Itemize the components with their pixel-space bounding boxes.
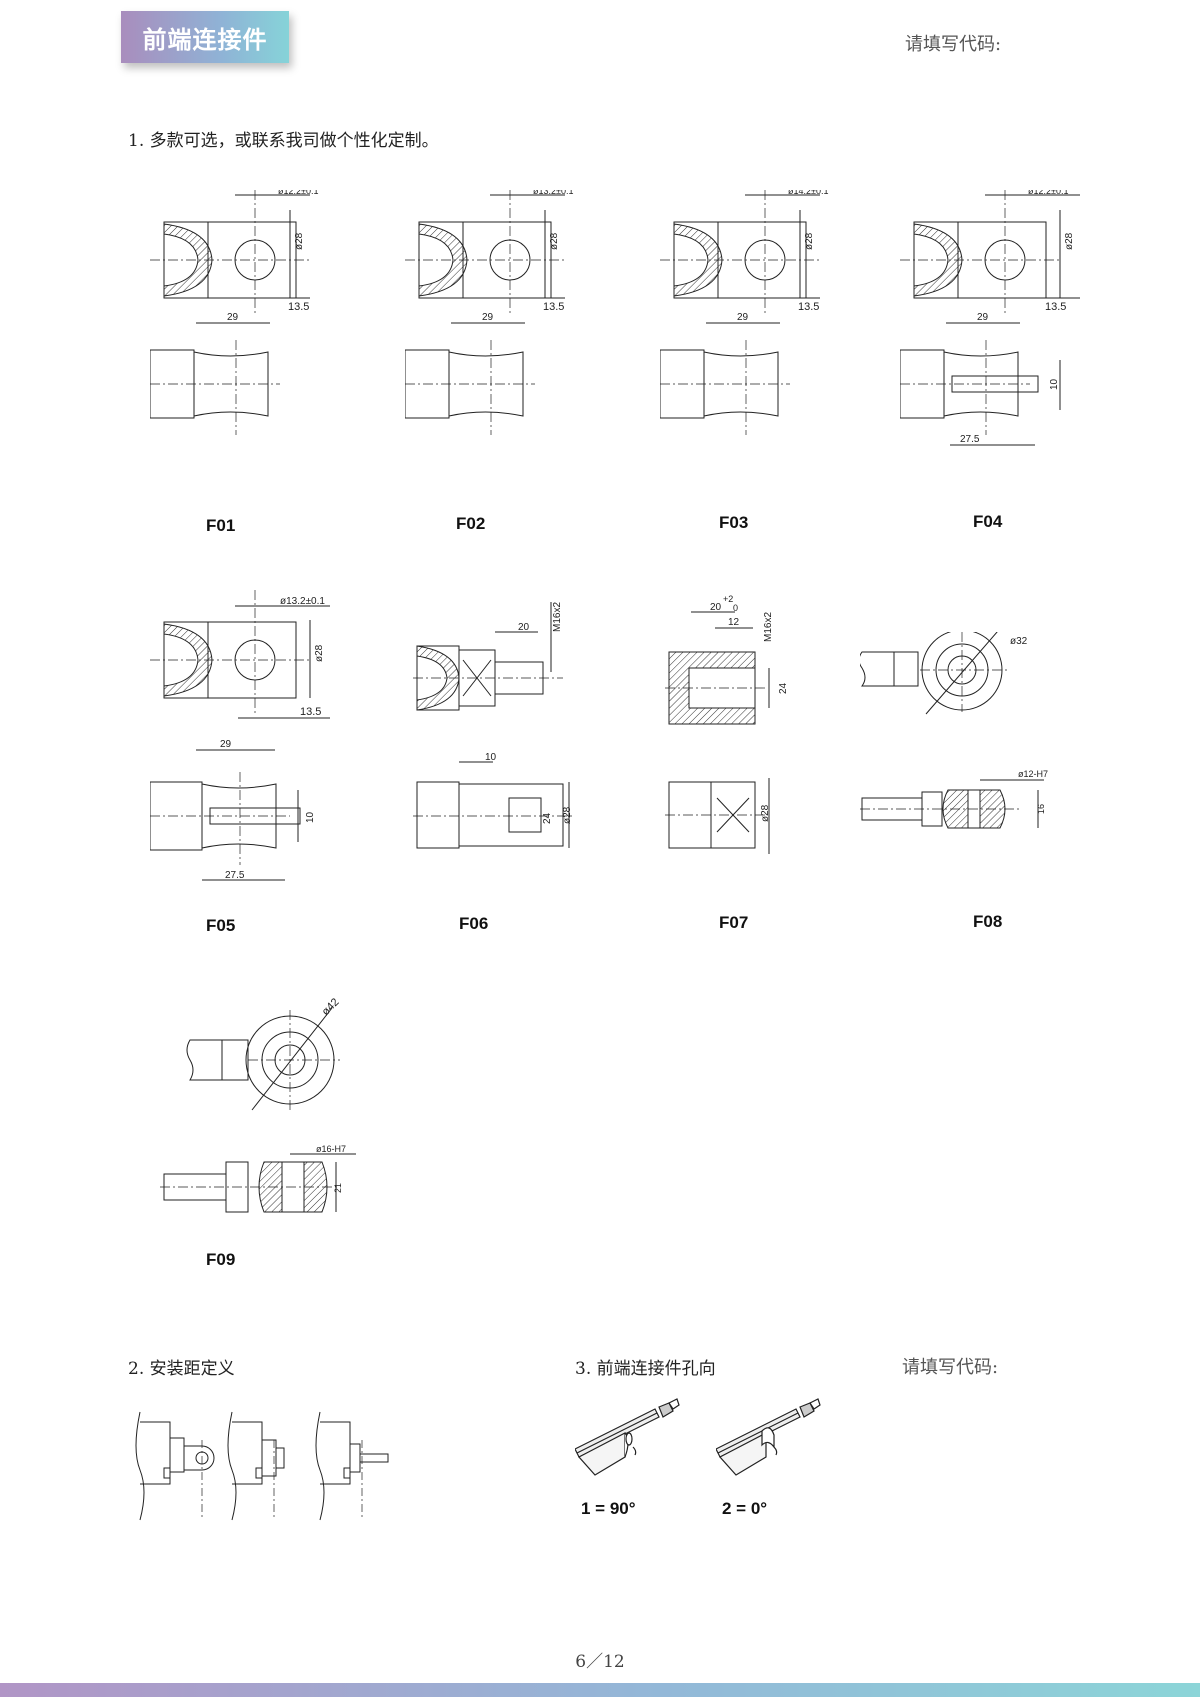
svg-text:M16x2: M16x2 (552, 602, 563, 632)
part-label-f05: F05 (206, 916, 236, 935)
svg-text:29: 29 (220, 739, 232, 750)
part-label-f06: F06 (459, 914, 489, 933)
drawing-f07: 20 +2 0 12 M16x2 24 ø28 (665, 594, 789, 854)
section-3-title: 3. 前端连接件孔向 (575, 1359, 716, 1379)
part-label-f07: F07 (719, 913, 749, 932)
svg-text:ø12.2±0.1: ø12.2±0.1 (1028, 190, 1068, 196)
drawing-f01: ø12.2±0.1 ø28 13.5 29 (150, 190, 318, 435)
page-title-tag: 前端连接件 (121, 11, 289, 63)
svg-text:13.5: 13.5 (300, 706, 321, 718)
footer-gradient-bar (0, 1683, 1200, 1697)
hole-direction-option-2: 2 = 0° (722, 1499, 768, 1518)
part-label-f04: F04 (973, 512, 1003, 531)
svg-text:13.5: 13.5 (543, 301, 564, 313)
section-1-text: 1. 多款可选，或联系我司做个性化定制。 (128, 131, 439, 151)
svg-text:29: 29 (977, 312, 989, 323)
svg-text:24: 24 (542, 812, 553, 824)
svg-text:ø28: ø28 (549, 232, 560, 250)
svg-text:27.5: 27.5 (960, 434, 980, 445)
svg-text:ø16-H7: ø16-H7 (316, 1144, 346, 1154)
svg-text:10: 10 (485, 752, 497, 763)
svg-text:20: 20 (518, 622, 530, 633)
part-label-f02: F02 (456, 514, 486, 533)
svg-text:ø28: ø28 (804, 232, 815, 250)
drawing-f02: ø13.2±0.1 ø28 13.5 29 (405, 190, 573, 435)
part-label-f08: F08 (973, 912, 1003, 931)
svg-text:ø12.2±0.1: ø12.2±0.1 (278, 190, 318, 196)
svg-text:ø12-H7: ø12-H7 (1018, 769, 1048, 779)
part-label-f01: F01 (206, 516, 236, 535)
svg-text:M16x2: M16x2 (763, 612, 774, 642)
svg-text:ø28: ø28 (294, 232, 305, 250)
hole-direction-0-diagram (716, 1398, 821, 1476)
svg-text:ø28: ø28 (760, 804, 771, 822)
svg-text:+2: +2 (723, 594, 733, 604)
svg-text:13.5: 13.5 (1045, 301, 1066, 313)
svg-text:ø28: ø28 (562, 806, 573, 824)
svg-text:24: 24 (778, 682, 789, 694)
code-label-section-3: 请填写代码: (902, 1357, 999, 1378)
svg-text:ø13.2±0.1: ø13.2±0.1 (533, 190, 573, 196)
svg-text:10: 10 (1049, 378, 1060, 390)
svg-text:ø14.2±0.1: ø14.2±0.1 (788, 190, 828, 196)
mounting-distance-diagram (135, 1411, 389, 1521)
page-number: 6／12 (575, 1652, 625, 1672)
svg-text:13.5: 13.5 (798, 301, 819, 313)
code-label-top: 请填写代码: (905, 34, 1002, 55)
svg-text:ø13.2±0.1: ø13.2±0.1 (280, 596, 325, 607)
svg-text:29: 29 (737, 312, 749, 323)
drawing-f06: 20 M16x2 10 ø28 24 (413, 602, 573, 849)
svg-text:10: 10 (305, 811, 316, 823)
svg-text:27.5: 27.5 (225, 870, 245, 881)
svg-text:29: 29 (227, 312, 239, 323)
svg-text:ø28: ø28 (314, 644, 325, 662)
svg-text:29: 29 (482, 312, 494, 323)
svg-text:16: 16 (1036, 804, 1046, 814)
svg-text:ø28: ø28 (1064, 232, 1075, 250)
svg-text:12: 12 (728, 617, 740, 628)
drawing-f09: ø42 ø16-H7 21 (160, 998, 356, 1213)
part-label-f09: F09 (206, 1250, 236, 1269)
drawing-f08: ø32 ø12-H7 16 (860, 632, 1048, 829)
drawing-f05: ø13.2±0.1 ø28 13.5 29 10 27.5 (150, 590, 330, 881)
svg-text:20: 20 (710, 602, 722, 613)
hole-direction-option-1: 1 = 90° (581, 1499, 636, 1518)
hole-direction-90-diagram (575, 1398, 680, 1476)
part-label-f03: F03 (719, 513, 749, 532)
svg-text:ø42: ø42 (320, 998, 342, 1018)
svg-text:0: 0 (733, 603, 738, 613)
svg-text:13.5: 13.5 (288, 301, 309, 313)
svg-text:ø32: ø32 (1010, 636, 1028, 647)
drawing-f03: ø14.2±0.1 ø28 13.5 29 (660, 190, 828, 435)
svg-text:21: 21 (333, 1183, 343, 1193)
section-2-title: 2. 安装距定义 (128, 1359, 235, 1379)
drawing-f04: ø12.2±0.1 ø28 13.5 29 10 27.5 (900, 190, 1080, 446)
